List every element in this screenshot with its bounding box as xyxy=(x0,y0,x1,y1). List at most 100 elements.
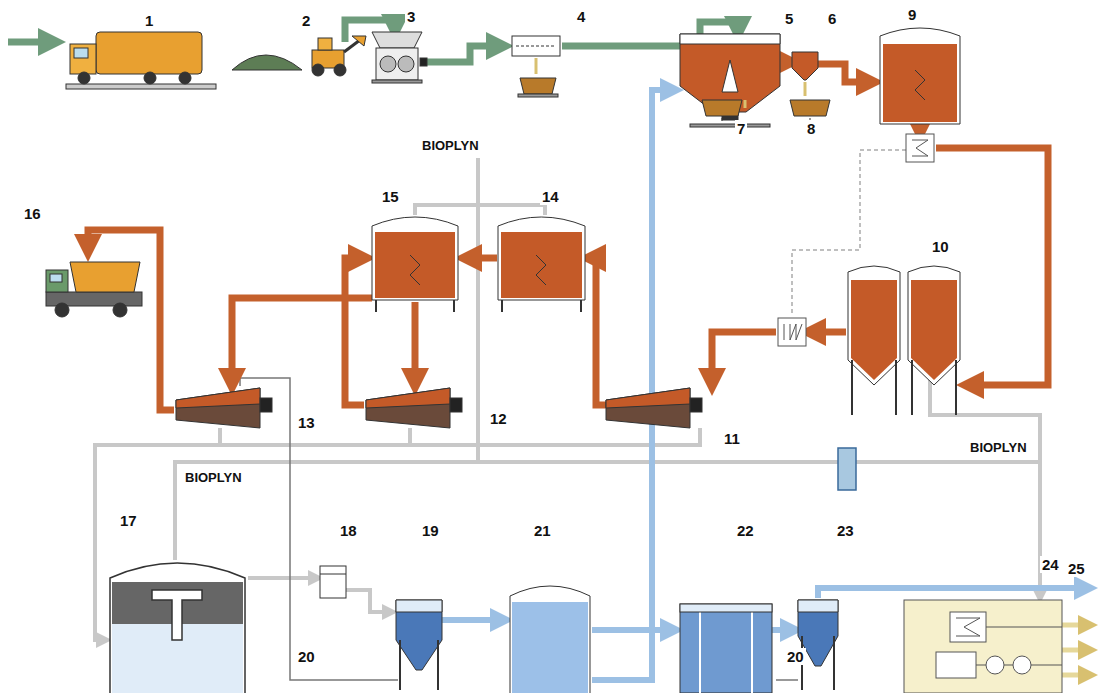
callout-number: 24 xyxy=(1040,556,1061,573)
reactor-tanks xyxy=(536,255,546,285)
container-truck xyxy=(46,262,142,317)
buffer-tank xyxy=(880,28,960,124)
garbage-truck xyxy=(70,44,96,74)
callout-number: 22 xyxy=(735,522,756,539)
pulper-tank xyxy=(680,34,780,44)
biological-tank xyxy=(680,604,772,612)
waste-bins xyxy=(790,100,830,116)
stream-label: BIOPLYN xyxy=(420,138,481,153)
grey-pipes xyxy=(476,205,480,462)
decanter-centrifuges xyxy=(260,398,272,412)
callout-number: 19 xyxy=(420,522,441,539)
callout-number: 20 xyxy=(785,648,806,665)
garbage-truck xyxy=(96,32,202,74)
callout-number: 6 xyxy=(826,10,838,27)
container-truck xyxy=(50,274,62,282)
sludge-flow xyxy=(812,329,846,336)
water-tank xyxy=(510,586,590,693)
sludge-flow xyxy=(345,258,364,405)
waste-pile-loader xyxy=(318,38,332,50)
callout-number: 10 xyxy=(930,238,951,255)
water-flow xyxy=(442,617,502,623)
callout-number: 18 xyxy=(338,522,359,539)
grey-pipes xyxy=(408,428,412,445)
callout-number: 21 xyxy=(532,522,553,539)
water-flow xyxy=(592,627,672,633)
cogeneration-unit xyxy=(950,612,986,642)
callout-number: 16 xyxy=(22,205,43,222)
water-tank xyxy=(512,602,588,693)
grey-pipes xyxy=(346,590,390,612)
garbage-truck xyxy=(66,84,216,89)
callout-number: 25 xyxy=(1066,560,1087,577)
reactor-tanks xyxy=(501,232,582,298)
reactor-tanks xyxy=(372,217,585,312)
sludge-flow xyxy=(468,255,497,262)
pulper-tank xyxy=(744,100,747,108)
screen xyxy=(535,58,538,74)
digestate-tank xyxy=(110,563,245,693)
garbage-truck xyxy=(78,72,90,84)
shredder xyxy=(376,48,418,80)
shredder xyxy=(380,56,396,72)
water-flow xyxy=(772,627,792,633)
shredder xyxy=(420,58,427,66)
output-arrows xyxy=(1062,625,1088,675)
decanter-centrifuges xyxy=(176,388,260,428)
container-truck xyxy=(113,303,127,317)
screen xyxy=(518,94,558,97)
callout-number: 12 xyxy=(488,410,509,427)
callout-number: 2 xyxy=(300,12,312,29)
stream-label: BIOPLYN xyxy=(968,440,1029,455)
buffer-tank xyxy=(883,44,957,122)
sludge-flow xyxy=(232,298,372,382)
waste-pile-loader xyxy=(232,36,366,76)
output-arrows xyxy=(1062,623,1088,628)
pulper-tank xyxy=(690,124,770,127)
reactor-tanks xyxy=(372,217,458,300)
decanter-centrifuges xyxy=(176,388,260,408)
hygienization-tanks xyxy=(852,360,956,415)
hygienization-tanks xyxy=(908,266,960,385)
stream-label: BIOPLYN xyxy=(183,470,244,485)
callout-number: 11 xyxy=(722,430,742,447)
settling-cones xyxy=(396,600,442,670)
heat-exchanger xyxy=(778,318,806,346)
reactor-tanks xyxy=(375,232,455,298)
decanter-centrifuges xyxy=(176,388,702,428)
pulper-tank xyxy=(722,60,738,92)
cogeneration-unit xyxy=(904,600,1062,693)
heat-exchanger xyxy=(784,324,802,340)
settling-cones xyxy=(802,636,834,690)
heat-exchanger xyxy=(912,140,928,156)
gas-unit xyxy=(838,448,856,490)
hygienization-tanks xyxy=(848,266,960,415)
waste-pile-loader xyxy=(312,64,324,76)
callout-number: 1 xyxy=(143,12,155,29)
waste-bins xyxy=(702,100,830,121)
callout-number: 5 xyxy=(783,10,795,27)
separator xyxy=(804,82,807,96)
container-truck xyxy=(46,270,68,292)
grey-pipes xyxy=(218,428,222,445)
callout-number: 8 xyxy=(805,120,817,137)
decanter-centrifuges xyxy=(690,398,702,412)
buffer-tank xyxy=(880,28,960,124)
screen xyxy=(516,46,556,47)
sludge-flow xyxy=(780,59,788,66)
waste-pile-loader xyxy=(232,55,302,70)
green-flow xyxy=(425,46,500,62)
callout-number: 15 xyxy=(380,188,401,205)
dosing-unit xyxy=(320,566,346,598)
grey-pipes xyxy=(95,158,1040,640)
buffer-tank xyxy=(915,70,925,100)
grey-pipes xyxy=(930,380,1040,462)
decanter-centrifuges xyxy=(450,398,462,412)
callout-number: 7 xyxy=(735,120,747,137)
gas-unit xyxy=(838,448,856,490)
cogeneration-unit xyxy=(936,652,976,678)
decanter-centrifuges xyxy=(366,388,450,428)
cogeneration-unit xyxy=(986,656,1004,674)
